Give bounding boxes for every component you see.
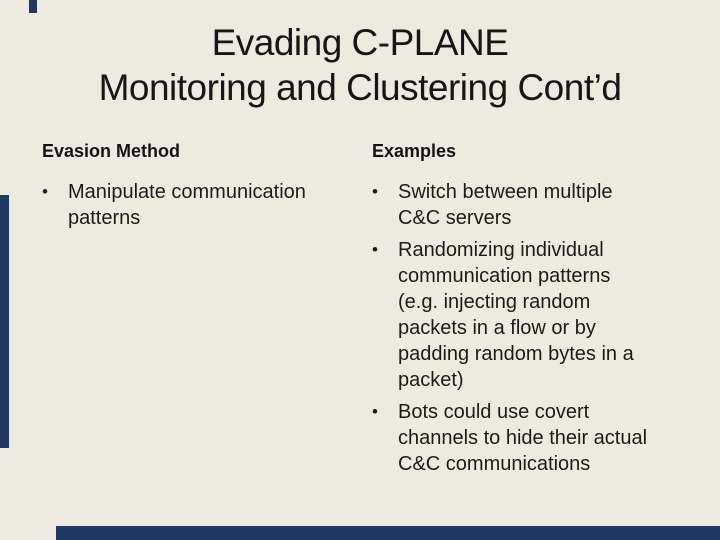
bullet-text: Bots could use covert channels to hide t… [398, 401, 648, 475]
accent-bar-bottom [56, 526, 720, 540]
bullet-icon: • [372, 402, 378, 421]
list-item: • Manipulate communication patterns [42, 179, 362, 231]
list-item: • Bots could use covert channels to hide… [372, 399, 672, 477]
list-item: • Switch between multiple C&C servers [372, 179, 672, 231]
column-header-examples: Examples [372, 141, 457, 161]
accent-bar-left [0, 195, 9, 448]
bullet-text: Randomizing individual communication pat… [398, 239, 634, 391]
column-examples: Examples • Switch between multiple C&C s… [372, 140, 672, 483]
bullet-icon: • [42, 182, 48, 201]
bullet-icon: • [372, 240, 378, 259]
evasion-method-bullet-list: • Manipulate communication patterns [42, 179, 362, 231]
slide-title-line-1: Evading C-PLANE [211, 22, 509, 63]
column-evasion-method: Evasion Method • Manipulate communicatio… [42, 140, 362, 237]
slide-title-line-2: Monitoring and Clustering Cont’d [98, 67, 622, 108]
bullet-text: Manipulate communication patterns [68, 181, 306, 229]
accent-bar-top [29, 0, 37, 13]
examples-bullet-list: • Switch between multiple C&C servers • … [372, 179, 672, 477]
column-header-evasion-method: Evasion Method [42, 141, 181, 161]
list-item: • Randomizing individual communication p… [372, 237, 672, 393]
bullet-icon: • [372, 182, 378, 201]
slide-title: Evading C-PLANE Monitoring and Clusterin… [0, 20, 720, 110]
bullet-text: Switch between multiple C&C servers [398, 181, 613, 229]
